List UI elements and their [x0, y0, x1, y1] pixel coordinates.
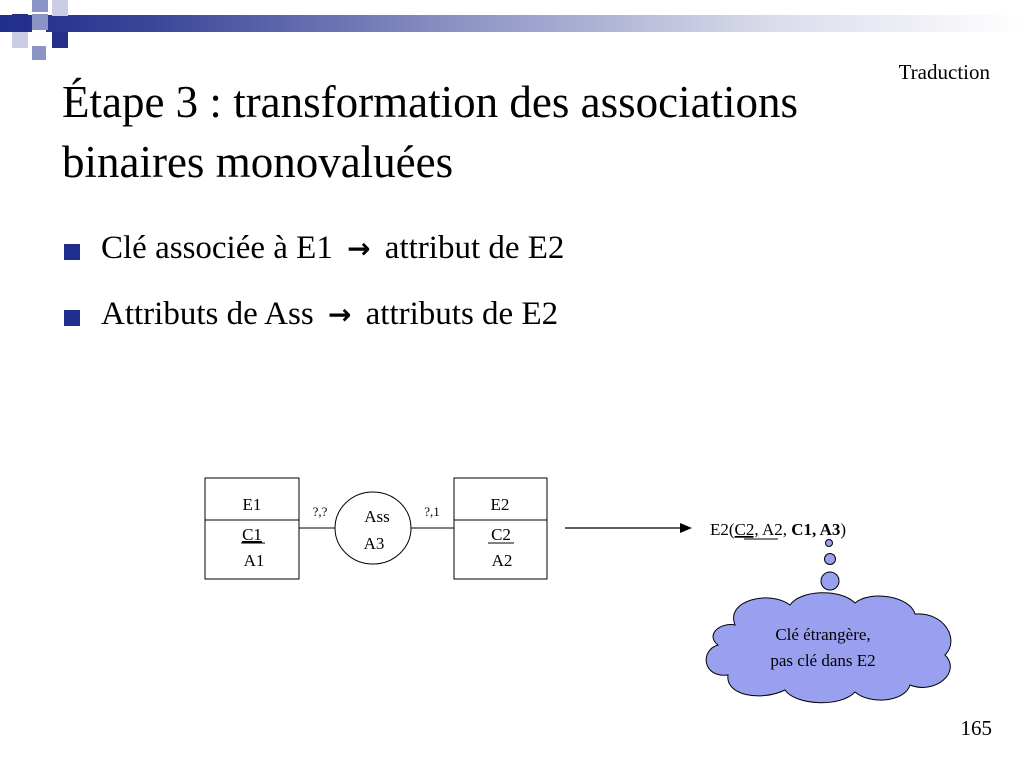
- bullet-item: Attributs de Ass → attributs de E2: [64, 296, 564, 332]
- bullet-square-icon: [64, 244, 80, 260]
- callout-line-2: pas clé dans E2: [770, 651, 875, 670]
- association-attr: A3: [364, 534, 385, 553]
- entity-e2-key: C2: [491, 525, 511, 544]
- bullet-text-right: attributs de E2: [365, 296, 559, 332]
- association-name: Ass: [364, 507, 390, 526]
- right-arrow-icon: →: [347, 232, 371, 265]
- bullet-text-left: Attributs de Ass: [101, 296, 314, 332]
- callout-line-1: Clé étrangère,: [775, 625, 870, 644]
- result-mid: A2,: [759, 520, 792, 539]
- bullet-list: Clé associée à E1 → attribut de E2 Attri…: [64, 230, 564, 362]
- entity-e2: E2 C2 A2: [453, 477, 548, 580]
- page-number: 165: [960, 716, 993, 740]
- right-arrow-icon: →: [327, 298, 352, 331]
- bullet-square-icon: [64, 310, 80, 326]
- entity-e2-attr: A2: [492, 551, 513, 570]
- transform-arrow-icon: [565, 523, 692, 533]
- bullet-text-left: Clé associée à E1: [101, 230, 333, 266]
- association-ass: Ass A3: [334, 491, 412, 565]
- result-prefix: E2(: [710, 520, 735, 539]
- section-label: Traduction: [898, 60, 990, 84]
- slide-title: Étape 3 : transformation des association…: [62, 77, 799, 187]
- cloud-callout: Clé étrangère, pas clé dans E2: [705, 592, 952, 704]
- bullet-text-right: attribut de E2: [384, 230, 565, 266]
- bullet-item: Clé associée à E1 → attribut de E2: [64, 230, 564, 266]
- entity-e1-key: C1: [242, 525, 262, 544]
- result-relation: E2(C2, A2, C1, A3): [710, 520, 846, 539]
- result-foreign-key: C1, A3: [791, 520, 840, 539]
- entity-e1: E1 C1 A1: [204, 477, 300, 580]
- result-suffix: ): [840, 520, 846, 539]
- thought-bubble-icon: [820, 539, 840, 591]
- entity-e2-name: E2: [491, 495, 510, 514]
- cardinality-right: ?,1: [424, 504, 440, 519]
- result-key: C2,: [735, 520, 759, 539]
- entity-e1-attr: A1: [244, 551, 265, 570]
- header-gradient-bar: [0, 15, 1024, 32]
- cardinality-left: ?,?: [313, 504, 328, 519]
- entity-e1-name: E1: [243, 495, 262, 514]
